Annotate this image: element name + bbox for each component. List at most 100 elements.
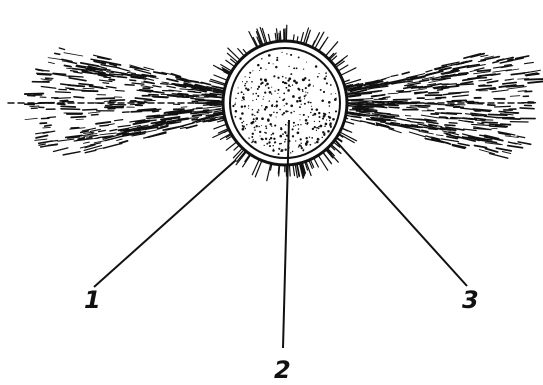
stipple-dot (248, 138, 249, 139)
ray-stroke (153, 111, 159, 112)
stipple-dot (309, 84, 311, 86)
stipple-dot (280, 127, 282, 129)
stipple-dot (292, 151, 293, 152)
stipple-dot (242, 128, 245, 131)
stipple-dot (244, 105, 246, 107)
ray-stroke (528, 81, 543, 83)
stipple-dot (284, 82, 286, 84)
leader-line-1 (94, 160, 236, 287)
stipple-dot (328, 101, 331, 104)
ray-stroke (84, 142, 90, 143)
stipple-dot (321, 100, 324, 103)
stipple-dot (292, 95, 295, 98)
ray-stroke (48, 117, 56, 118)
stipple-dot (314, 142, 315, 143)
ray-stroke (110, 100, 124, 101)
rim-bristle (228, 48, 240, 59)
ray-stroke (207, 106, 220, 108)
stipple-dot (271, 125, 272, 126)
stipple-dot (326, 119, 327, 120)
stipple-dot (252, 100, 253, 101)
stipple-dot (318, 112, 320, 114)
ray-stroke (61, 106, 75, 107)
ray-stroke (100, 125, 108, 126)
stipple-dot (270, 115, 272, 117)
ray-stroke (426, 70, 432, 72)
rim-bristle (301, 33, 304, 42)
stipple-dot (269, 145, 271, 147)
stipple-dot (305, 123, 306, 124)
ray-stroke (422, 130, 428, 131)
stipple-dot (298, 56, 300, 58)
stipple-dot (247, 88, 250, 91)
stipple-dot (306, 62, 307, 63)
ray-stroke (351, 119, 361, 121)
stipple-dot (329, 120, 330, 121)
rim-bristle (243, 50, 246, 54)
stipple-dot (278, 153, 280, 155)
label-2: 2 (274, 356, 291, 384)
stipple-dot (315, 65, 318, 68)
stipple-dot (254, 129, 255, 130)
ray-stroke (503, 82, 517, 84)
ray-stroke (71, 117, 85, 118)
ray-stroke (70, 89, 86, 90)
stipple-dot (284, 131, 286, 133)
ray-stroke (83, 109, 97, 110)
ray-stroke (98, 57, 110, 59)
stipple-dot (285, 103, 287, 105)
ray-stroke (508, 59, 513, 60)
ray-stroke (149, 95, 158, 96)
stipple-dot (235, 116, 237, 118)
ray-stroke (39, 141, 53, 143)
ray-stroke (41, 87, 56, 89)
stipple-dot (320, 125, 323, 128)
stipple-dot (305, 119, 308, 122)
stipple-dot (268, 87, 270, 89)
stipple-dot (305, 87, 307, 89)
stipple-dot (245, 76, 246, 77)
ray-stroke (109, 79, 114, 80)
stipple-dot (283, 150, 284, 151)
ray-stroke (503, 118, 520, 119)
ray-stroke (474, 72, 491, 74)
stipple-dot (282, 114, 284, 116)
stipple-dot (264, 132, 265, 133)
ray-stroke (383, 97, 390, 98)
stipple-dot (308, 116, 310, 118)
stipple-dot (290, 86, 291, 87)
stipple-dot (243, 121, 244, 122)
stipple-dot (297, 124, 299, 126)
stipple-dot (256, 117, 259, 120)
ray-stroke (87, 69, 95, 70)
ray-stroke (85, 150, 96, 152)
ray-stroke (51, 141, 57, 142)
stipple-dot (242, 81, 243, 82)
ray-stroke (100, 133, 116, 135)
stipple-dot (284, 141, 286, 143)
stipple-dot (241, 112, 244, 115)
stipple-dot (256, 99, 257, 100)
ray-stroke (501, 124, 511, 125)
ray-stroke (64, 53, 83, 56)
stipple-dot (266, 127, 268, 129)
stipple-dot (318, 139, 319, 140)
ray-stroke (474, 128, 491, 129)
stipple-dot (316, 141, 319, 144)
ray-stroke (410, 122, 424, 124)
ray-stroke (141, 86, 153, 88)
stipple-dot (257, 88, 259, 90)
stipple-dot (325, 76, 327, 78)
stipple-dot (298, 128, 300, 130)
ray-stroke (389, 129, 401, 133)
stipple-dot (285, 110, 287, 112)
stipple-dot (304, 98, 305, 99)
ray-stroke (391, 75, 398, 76)
stipple-dot (255, 120, 256, 121)
ray-stroke (61, 109, 80, 110)
stipple-dot (300, 138, 302, 140)
ray-stroke (104, 77, 111, 78)
ray-stroke (55, 98, 71, 99)
stipple-dot (265, 69, 266, 70)
stipple-dot (260, 83, 262, 85)
